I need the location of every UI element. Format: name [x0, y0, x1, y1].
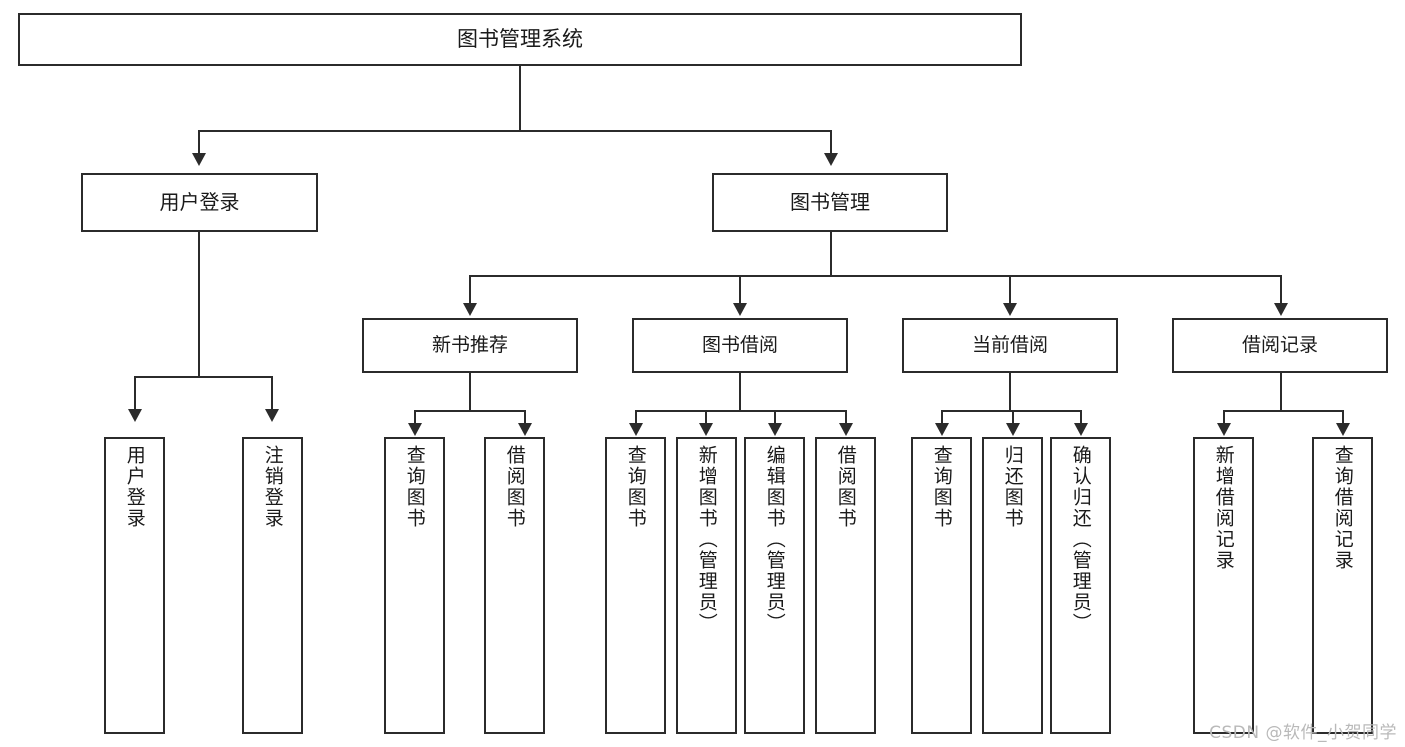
node-label: 查询图书 — [930, 445, 953, 529]
node-label: 当前借阅 — [971, 334, 1048, 357]
arrow-to-borrow-record — [1274, 303, 1288, 316]
connector-current-borrow-stem — [1009, 373, 1011, 411]
connector-book-borrow-drop-2 — [705, 410, 707, 424]
connector-root-stem — [519, 66, 521, 131]
arrow-to-leaf-return-book — [1006, 423, 1020, 436]
connector-book-borrow-stem — [739, 373, 741, 411]
node-new-book-recommend[interactable]: 新书推荐 — [362, 318, 578, 373]
connector-book-mgmt-stem — [830, 232, 832, 276]
connector-borrow-record-bus — [1223, 410, 1343, 412]
node-label: 图书管理 — [790, 189, 870, 214]
connector-borrow-record-stem — [1280, 373, 1282, 411]
node-book-borrow[interactable]: 图书借阅 — [632, 318, 848, 373]
connector-user-login-bus — [134, 376, 271, 378]
arrow-root-to-book-mgmt — [824, 153, 838, 166]
connector-book-mgmt-drop-4 — [1280, 275, 1282, 304]
connector-new-book-bus — [414, 410, 526, 412]
connector-new-book-stem — [469, 373, 471, 411]
leaf-borrow-book-2[interactable]: 借阅图书 — [815, 437, 876, 734]
node-label: 查询借阅记录 — [1331, 445, 1354, 571]
arrow-to-leaf-user-login — [128, 409, 142, 422]
node-book-management[interactable]: 图书管理 — [712, 173, 948, 232]
arrow-to-new-book-rec — [463, 303, 477, 316]
node-label: 用户登录 — [159, 189, 240, 214]
arrow-to-leaf-add-record — [1217, 423, 1231, 436]
leaf-query-book-2[interactable]: 查询图书 — [605, 437, 666, 734]
node-label: 新增借阅记录 — [1212, 445, 1235, 571]
node-label: 查询图书 — [403, 445, 426, 529]
arrow-to-book-borrow — [733, 303, 747, 316]
node-current-borrow[interactable]: 当前借阅 — [902, 318, 1118, 373]
connector-book-borrow-drop-1 — [635, 410, 637, 424]
connector-borrow-record-drop-2 — [1342, 410, 1344, 424]
node-label: 编辑图书（管理员） — [763, 445, 786, 634]
node-label: 归还图书 — [1001, 445, 1024, 529]
node-label: 借阅图书 — [503, 445, 526, 529]
node-label: 图书管理系统 — [457, 27, 583, 52]
arrow-to-leaf-query-book-2 — [629, 423, 643, 436]
node-label: 确认归还（管理员） — [1069, 445, 1092, 634]
connector-current-borrow-bus — [941, 410, 1080, 412]
leaf-return-book[interactable]: 归还图书 — [982, 437, 1043, 734]
connector-user-login-stem — [198, 232, 200, 377]
leaf-add-borrow-record[interactable]: 新增借阅记录 — [1193, 437, 1254, 734]
node-label: 注销登录 — [261, 445, 284, 529]
arrow-to-leaf-confirm-return — [1074, 423, 1088, 436]
arrow-to-leaf-edit-book — [768, 423, 782, 436]
arrow-to-leaf-borrow-book-2 — [839, 423, 853, 436]
node-label: 新书推荐 — [431, 334, 508, 357]
node-root-system[interactable]: 图书管理系统 — [18, 13, 1022, 66]
arrow-to-current-borrow — [1003, 303, 1017, 316]
connector-new-book-drop-1 — [414, 410, 416, 424]
connector-borrow-record-drop-1 — [1223, 410, 1225, 424]
leaf-confirm-return-admin[interactable]: 确认归还（管理员） — [1050, 437, 1111, 734]
leaf-query-borrow-record[interactable]: 查询借阅记录 — [1312, 437, 1373, 734]
node-user-login[interactable]: 用户登录 — [81, 173, 318, 232]
leaf-query-book-3[interactable]: 查询图书 — [911, 437, 972, 734]
connector-book-mgmt-drop-2 — [739, 275, 741, 304]
arrow-to-leaf-query-book-3 — [935, 423, 949, 436]
connector-new-book-drop-2 — [524, 410, 526, 424]
node-label: 用户登录 — [123, 445, 146, 529]
arrow-root-to-user-login — [192, 153, 206, 166]
arrow-to-leaf-borrow-book-1 — [518, 423, 532, 436]
arrow-to-leaf-add-book — [699, 423, 713, 436]
leaf-logout[interactable]: 注销登录 — [242, 437, 303, 734]
leaf-query-book-1[interactable]: 查询图书 — [384, 437, 445, 734]
connector-book-borrow-drop-3 — [774, 410, 776, 424]
leaf-add-book-admin[interactable]: 新增图书（管理员） — [676, 437, 737, 734]
connector-root-bus — [198, 130, 831, 132]
connector-book-mgmt-bus — [469, 275, 1281, 277]
node-label: 借阅图书 — [834, 445, 857, 529]
connector-user-login-drop-1 — [134, 376, 136, 410]
connector-book-mgmt-drop-1 — [469, 275, 471, 304]
connector-root-drop-2 — [830, 130, 832, 154]
arrow-to-leaf-query-book-1 — [408, 423, 422, 436]
node-label: 图书借阅 — [701, 334, 778, 357]
connector-root-drop-1 — [198, 130, 200, 154]
node-label: 新增图书（管理员） — [695, 445, 718, 634]
connector-current-borrow-drop-3 — [1080, 410, 1082, 424]
node-borrow-record[interactable]: 借阅记录 — [1172, 318, 1388, 373]
connector-book-borrow-bus — [635, 410, 847, 412]
arrow-to-leaf-logout — [265, 409, 279, 422]
connector-book-mgmt-drop-3 — [1009, 275, 1011, 304]
leaf-borrow-book-1[interactable]: 借阅图书 — [484, 437, 545, 734]
arrow-to-leaf-query-record — [1336, 423, 1350, 436]
csdn-watermark: CSDN @软件_小贺同学 — [1209, 723, 1397, 743]
connector-current-borrow-drop-2 — [1012, 410, 1014, 424]
connector-user-login-drop-2 — [271, 376, 273, 410]
connector-book-borrow-drop-4 — [845, 410, 847, 424]
connector-current-borrow-drop-1 — [941, 410, 943, 424]
node-label: 借阅记录 — [1241, 334, 1318, 357]
leaf-edit-book-admin[interactable]: 编辑图书（管理员） — [744, 437, 805, 734]
node-label: 查询图书 — [624, 445, 647, 529]
leaf-user-login[interactable]: 用户登录 — [104, 437, 165, 734]
